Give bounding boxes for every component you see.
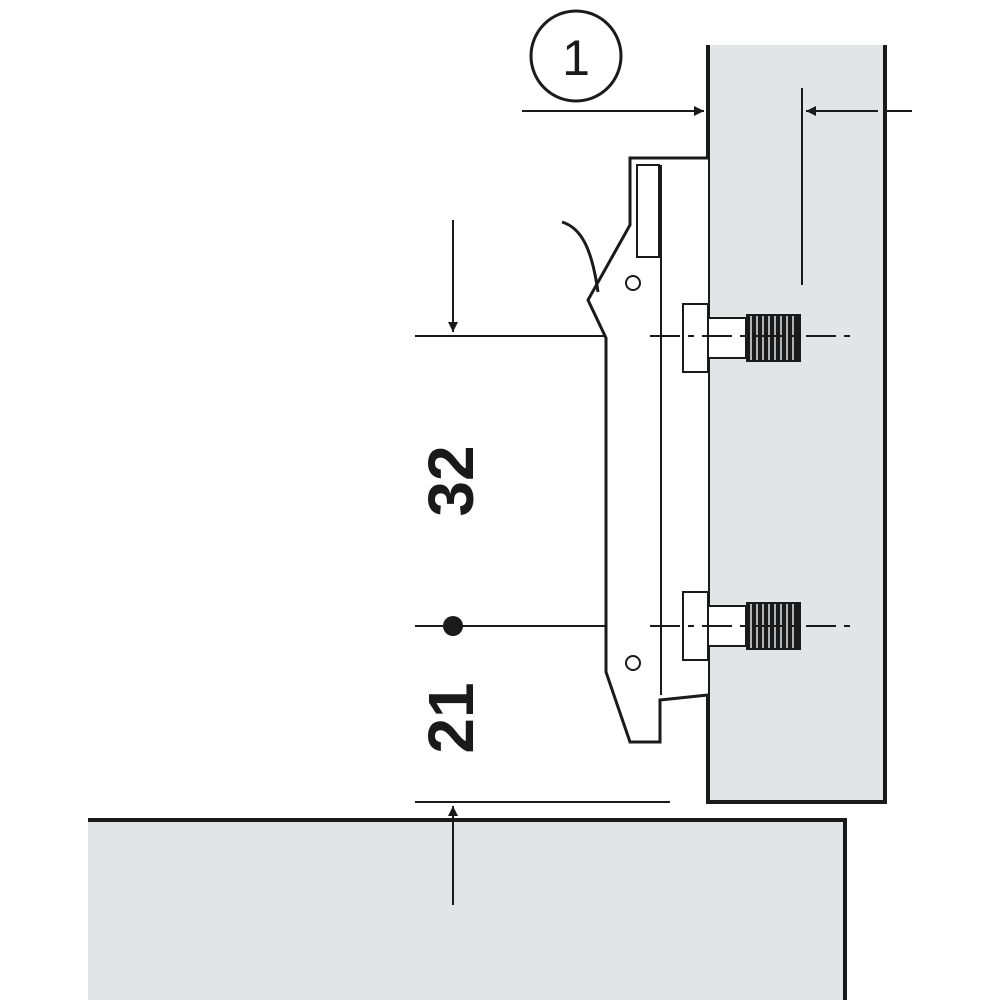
dimension-32: 32	[415, 220, 606, 636]
door-panel	[88, 820, 845, 1000]
callout-label: 1	[562, 30, 590, 86]
door-panel-outline	[88, 818, 847, 1000]
upper-screw	[682, 303, 801, 373]
upper-screw-thread	[746, 314, 801, 362]
upper-screw-shank	[707, 317, 747, 359]
mounting-plate	[561, 156, 709, 744]
plate-top-slot	[636, 164, 660, 258]
plate-rivet-lower	[625, 655, 641, 671]
upper-screw-head	[682, 303, 709, 373]
dimension-21: 21	[415, 682, 670, 905]
callout-marker: 1	[529, 9, 623, 103]
dimension-32-reference-dot	[443, 616, 463, 636]
upper-screw-thread-lines	[750, 316, 794, 360]
plate-rivet-upper	[625, 275, 641, 291]
mounting-plate-outline	[586, 156, 709, 744]
spring-clip	[561, 220, 600, 293]
callout-circle	[529, 9, 623, 103]
thickness-dimension	[801, 88, 912, 285]
dimension-32-label: 32	[415, 445, 487, 516]
cabinet-side-panel	[708, 45, 885, 802]
dimension-21-label: 21	[415, 682, 487, 753]
